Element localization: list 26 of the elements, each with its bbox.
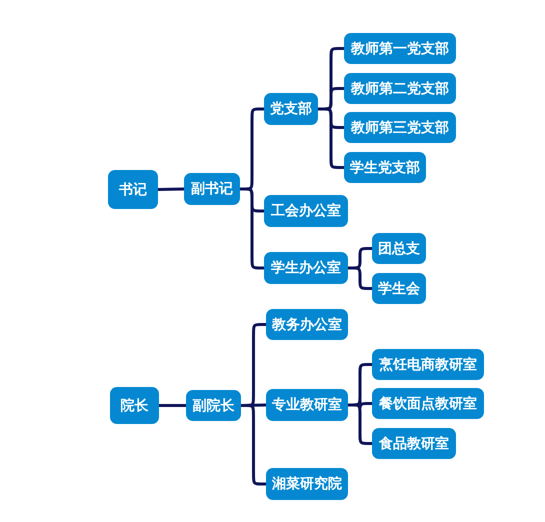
- org-box: 副院长: [186, 390, 241, 421]
- org-box: 教师第三党支部: [344, 112, 456, 143]
- org-box: 学生会: [372, 273, 426, 304]
- org-box: 教师第一党支部: [344, 33, 456, 64]
- org-box: 院长: [110, 387, 159, 424]
- org-box: 教师第二党支部: [344, 73, 456, 104]
- org-box: 湘菜研究院: [266, 468, 348, 500]
- org-box: 食品教研室: [372, 428, 456, 459]
- org-box: 副书记: [184, 173, 240, 205]
- org-box: 学生办公室: [264, 252, 348, 284]
- connector-line: [346, 266, 374, 290]
- connector-line: [316, 108, 346, 169]
- org-box: 党支部: [264, 93, 318, 125]
- org-box: 专业教研室: [266, 389, 348, 421]
- connector-line: [158, 188, 184, 191]
- org-box: 餐饮面点教研室: [372, 388, 484, 419]
- connector-line: [238, 188, 266, 270]
- org-box: 书记: [108, 170, 158, 209]
- org-box: 学生党支部: [344, 152, 426, 183]
- org-box: 教务办公室: [266, 309, 348, 340]
- connector-line: [159, 404, 186, 407]
- org-box: 烹饪电商教研室: [372, 349, 484, 380]
- connector-line: [346, 404, 374, 445]
- org-box: 团总支: [372, 233, 426, 264]
- connector-line: [240, 404, 268, 486]
- org-box: 工会办公室: [264, 195, 348, 227]
